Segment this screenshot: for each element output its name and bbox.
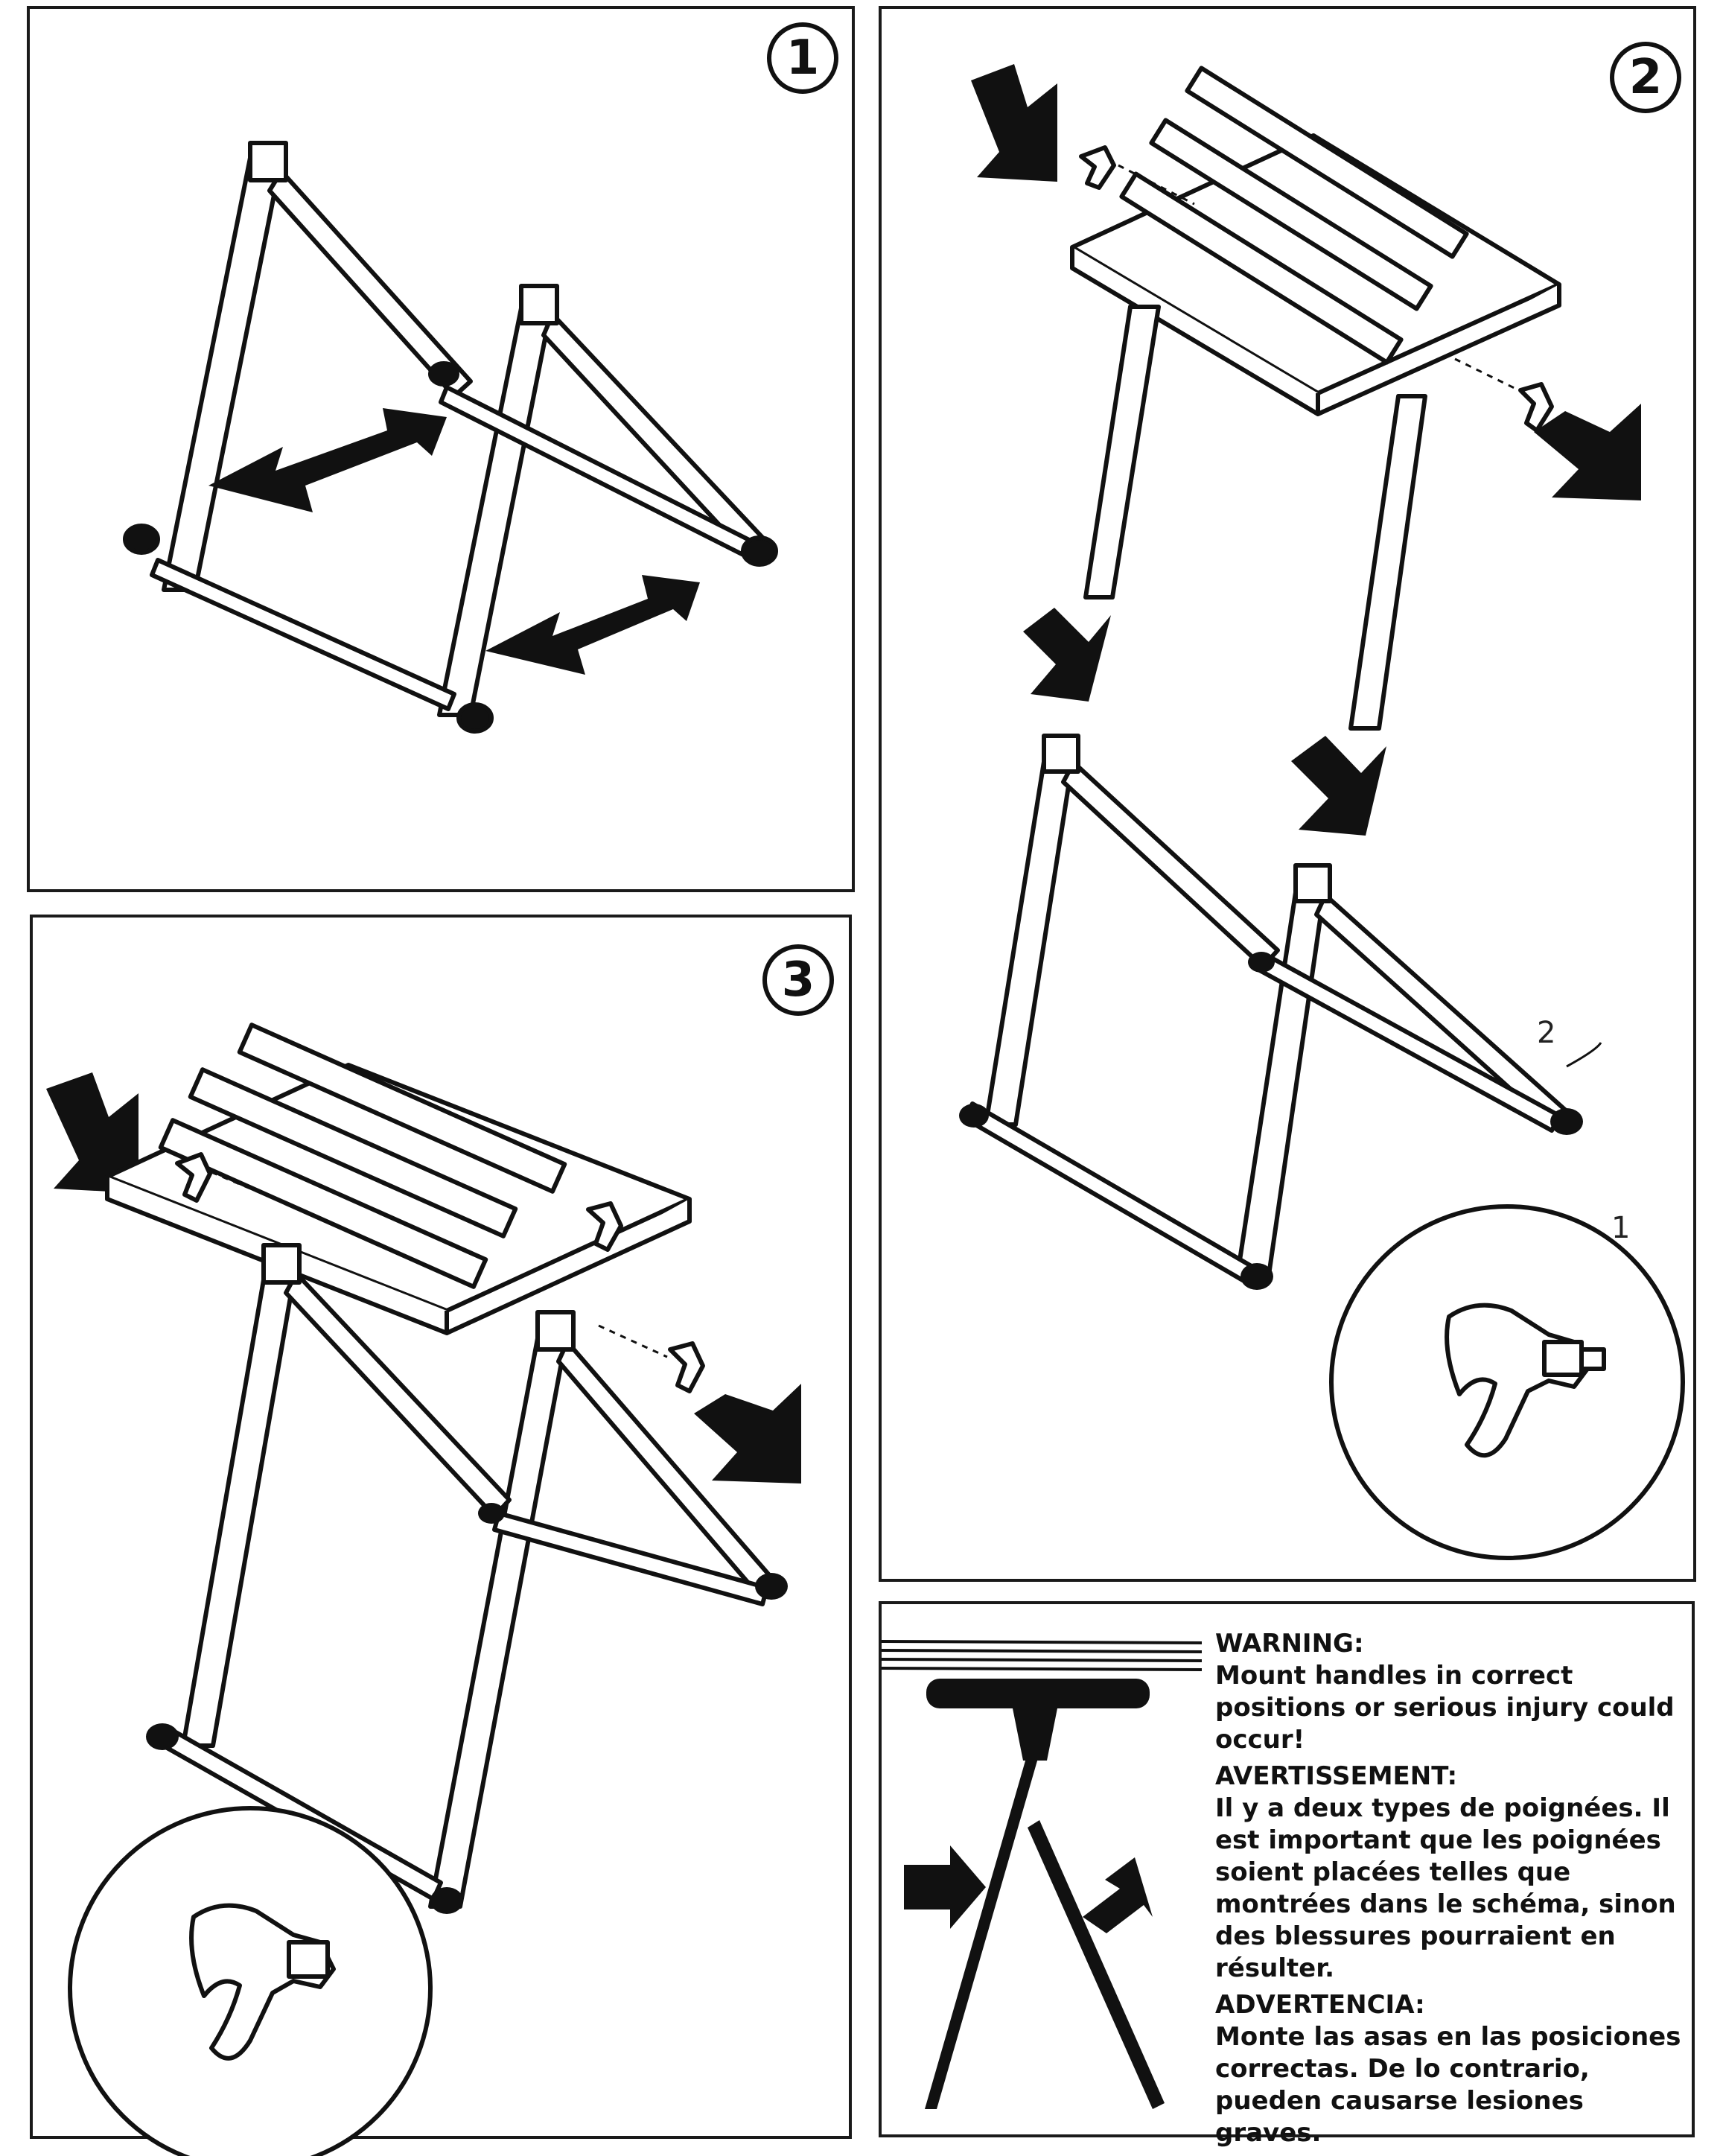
folded-stand-illustration bbox=[123, 141, 778, 734]
left-leg bbox=[181, 1252, 300, 1748]
warning-text: WARNING: Mount handles in correct positi… bbox=[1215, 1624, 1692, 2149]
mounted-roller-illustration bbox=[46, 1023, 801, 2156]
right-brace bbox=[541, 312, 769, 561]
double-arrow-upper-icon bbox=[208, 408, 447, 512]
left-leg bbox=[162, 148, 285, 592]
arrow-top-left-icon bbox=[971, 64, 1057, 182]
warning-fr-heading: AVERTISSEMENT: bbox=[1215, 1761, 1458, 1791]
step-3-number: 3 bbox=[762, 944, 834, 1016]
warning-es-heading: ADVERTENCIA: bbox=[1215, 1990, 1425, 2020]
arrow-down-right-icon bbox=[1291, 736, 1386, 836]
upper-left-leg bbox=[1083, 305, 1161, 600]
step-3-panel: 3 bbox=[30, 915, 852, 2156]
lower-left-leg bbox=[984, 741, 1077, 1127]
crossbar bbox=[492, 1511, 769, 1606]
step-1-number: 1 bbox=[767, 22, 838, 94]
handle-mid-right-icon bbox=[668, 1341, 705, 1393]
handle-top-right-icon bbox=[586, 1201, 623, 1252]
step-1-panel: 1 bbox=[27, 6, 855, 892]
foot-front-right bbox=[456, 702, 494, 734]
right-leg bbox=[428, 1320, 571, 1909]
bottom-rail-front bbox=[150, 558, 456, 711]
roller-frame-edge bbox=[1070, 247, 1320, 416]
leg-left bbox=[925, 1753, 1039, 2109]
handle-position-diagram bbox=[881, 1640, 1203, 2109]
warning-fr-text: Il y a deux types de poignées. Il est im… bbox=[1215, 1793, 1676, 1983]
foot-1 bbox=[959, 1104, 989, 1128]
arrow-left-icon bbox=[904, 1845, 986, 1929]
lower-bottom-rail bbox=[963, 1101, 1256, 1285]
assembly-illustration bbox=[959, 64, 1685, 1560]
lower-left-brace bbox=[1061, 760, 1280, 969]
arrow-top-left-icon bbox=[46, 1072, 138, 1193]
foot-3 bbox=[1248, 952, 1275, 973]
foot-2 bbox=[1241, 1263, 1273, 1290]
arrow-right-icon bbox=[694, 1384, 801, 1484]
handle-left-icon bbox=[175, 1152, 212, 1203]
step-2-number: 2 bbox=[1610, 42, 1681, 113]
foot-rear-left bbox=[428, 361, 459, 387]
double-arrow-lower-icon bbox=[485, 575, 700, 675]
warning-en-text: Mount handles in correct positions or se… bbox=[1215, 1661, 1675, 1755]
warning-en-heading: WARNING: bbox=[1215, 1629, 1364, 1659]
foot-front-left bbox=[123, 524, 160, 555]
foot-4 bbox=[1550, 1108, 1583, 1135]
arrow-right-icon bbox=[1083, 1857, 1153, 1933]
handle-left-small-icon bbox=[1079, 145, 1116, 190]
callout-label-1: 1 bbox=[1611, 1211, 1631, 1245]
top-rail bbox=[926, 1679, 1150, 1708]
callout-label-2: 2 bbox=[1537, 1016, 1556, 1050]
warning-panel: WARNING: Mount handles in correct positi… bbox=[879, 1601, 1695, 2148]
warning-es-text: Monte las asas en las posiciones correct… bbox=[1215, 2022, 1681, 2148]
handle-right-small-icon bbox=[1518, 382, 1554, 433]
roller-frame-edge-right bbox=[1316, 284, 1561, 416]
leg-right bbox=[1028, 1820, 1165, 2109]
upper-right-leg bbox=[1348, 394, 1427, 731]
arrow-right-icon bbox=[1534, 404, 1641, 500]
step-2-panel: 2 bbox=[879, 6, 1696, 1582]
arrow-down-left-icon bbox=[1023, 608, 1111, 702]
foot-rear-right bbox=[741, 535, 778, 567]
